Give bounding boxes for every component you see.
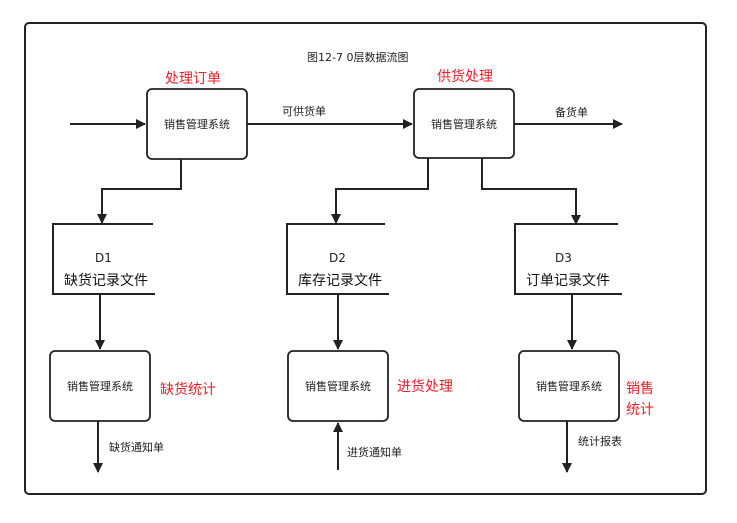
process-1-annotation: 处理订单: [165, 71, 221, 87]
store-d2-name: 库存记录文件: [298, 273, 382, 289]
diagram-title: 图12-7 0层数据流图: [307, 50, 408, 64]
store-d1: D1 缺货记录文件: [52, 223, 155, 295]
process-2: 销售管理系统: [413, 88, 515, 159]
store-d3-name: 订单记录文件: [526, 273, 610, 289]
store-d1-name: 缺货记录文件: [64, 272, 148, 289]
process-3-label: 销售管理系统: [67, 379, 133, 393]
shortage-notice-label: 缺货通知单: [109, 440, 164, 454]
store-d3: D3 订单记录文件: [514, 223, 622, 295]
p1-to-d1-flow-arrow: [97, 159, 182, 224]
store-d3-id: D3: [555, 251, 572, 265]
process-1: 销售管理系统: [146, 88, 248, 160]
process-5: 销售管理系统: [518, 350, 620, 422]
process-5-annotation-line2: 统计: [626, 402, 654, 418]
process-4-label: 销售管理系统: [305, 379, 371, 393]
store-d2-id: D2: [329, 251, 346, 265]
supply-order-label: 可供货单: [282, 104, 326, 118]
p2-to-d2-flow-arrow: [331, 158, 429, 224]
purchase-notice-label: 进货通知单: [347, 445, 402, 459]
process-2-annotation: 供货处理: [437, 68, 493, 85]
process-4-annotation: 进货处理: [397, 378, 453, 395]
process-5-label: 销售管理系统: [536, 379, 602, 393]
p2-to-d3-flow-arrow: [481, 158, 581, 225]
stock-order-label: 备货单: [555, 105, 588, 119]
store-d1-id: D1: [95, 251, 112, 265]
process-3: 销售管理系统: [49, 350, 151, 422]
process-3-annotation: 缺货统计: [160, 381, 216, 398]
diagram-frame: [24, 22, 707, 495]
process-2-label: 销售管理系统: [431, 117, 497, 131]
store-d2: D2 库存记录文件: [286, 223, 389, 295]
process-4: 销售管理系统: [287, 350, 389, 422]
process-1-label: 销售管理系统: [164, 117, 230, 131]
stat-report-label: 统计报表: [578, 434, 622, 448]
process-5-annotation-line1: 销售: [626, 381, 654, 397]
